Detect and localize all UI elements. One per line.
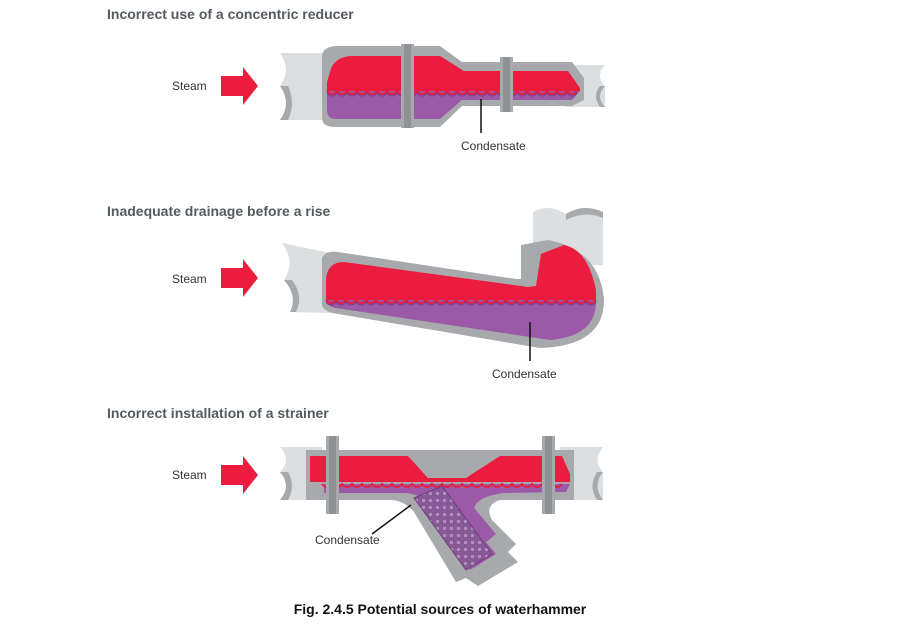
section-2-title: Inadequate drainage before a rise [107, 203, 331, 219]
steam-fill-1 [327, 56, 580, 91]
steam-fill-2 [326, 245, 596, 300]
strainer-diagram [221, 436, 603, 586]
strainer-screen [413, 485, 493, 571]
steam-label-3: Steam [172, 468, 207, 482]
steam-arrow-1 [221, 67, 258, 105]
steam-fill-3 [310, 456, 570, 482]
condensate-fill-2 [326, 300, 597, 340]
condensate-label-1: Condensate [461, 139, 526, 153]
section-1-title: Incorrect use of a concentric reducer [107, 6, 354, 22]
section-3-title: Incorrect installation of a strainer [107, 405, 329, 421]
reducer-diagram [221, 44, 605, 133]
condensate-fill-1 [327, 91, 580, 119]
steam-arrow-3 [221, 456, 258, 494]
condensate-label-3: Condensate [315, 533, 380, 547]
steam-arrow-2 [221, 259, 258, 297]
steam-label-2: Steam [172, 272, 207, 286]
condensate-label-2: Condensate [492, 367, 557, 381]
rise-diagram [221, 207, 604, 361]
figure-caption: Fig. 2.4.5 Potential sources of waterham… [293, 601, 587, 617]
pipe-cut-left-1 [280, 53, 330, 120]
steam-label-1: Steam [172, 79, 207, 93]
condensate-leader-3 [371, 504, 412, 535]
